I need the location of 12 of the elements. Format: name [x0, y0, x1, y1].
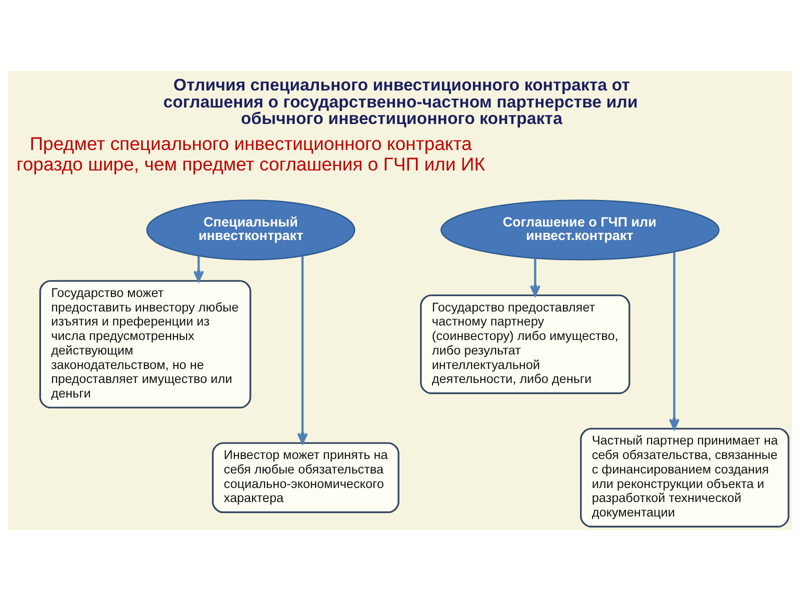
- arrow: [193, 255, 204, 282]
- arrow: [530, 258, 540, 296]
- node-box: Инвестор может принять на себя любые обязательства социально-экономического характера: [212, 442, 400, 513]
- label: Предмет специального инвестиционного контракта гораздо шире, чем предмет соглашения о ГЧП или ИК: [16, 132, 486, 174]
- node-ellipse: Соглашение о ГЧП или инвест.контракт: [440, 199, 720, 260]
- node-ellipse: Специальный инвестконтракт: [146, 199, 356, 260]
- node-box: Частный партнер принимает на себя обязательства, связанные с финансированием создания или реконструкции объекта и разработкой технической документации: [580, 427, 790, 527]
- arrow: [668, 252, 680, 430]
- diagram-title: Отличия специального инвестиционного контракта от соглашения о государственно-частном партнерстве или обычного инвестиционного контракта: [163, 74, 638, 128]
- node-box: Государство может предоставить инвестору любые изъятия и преференции из числа предусмотренных действующим законодательством, но не предоставляет имущество или деньги: [39, 280, 252, 408]
- node-box: Государство предоставляет частному партнеру (соинвестору) либо имущество, либо результат интеллектуальной деятельности, либо деньги: [420, 294, 630, 394]
- arrow: [297, 256, 308, 444]
